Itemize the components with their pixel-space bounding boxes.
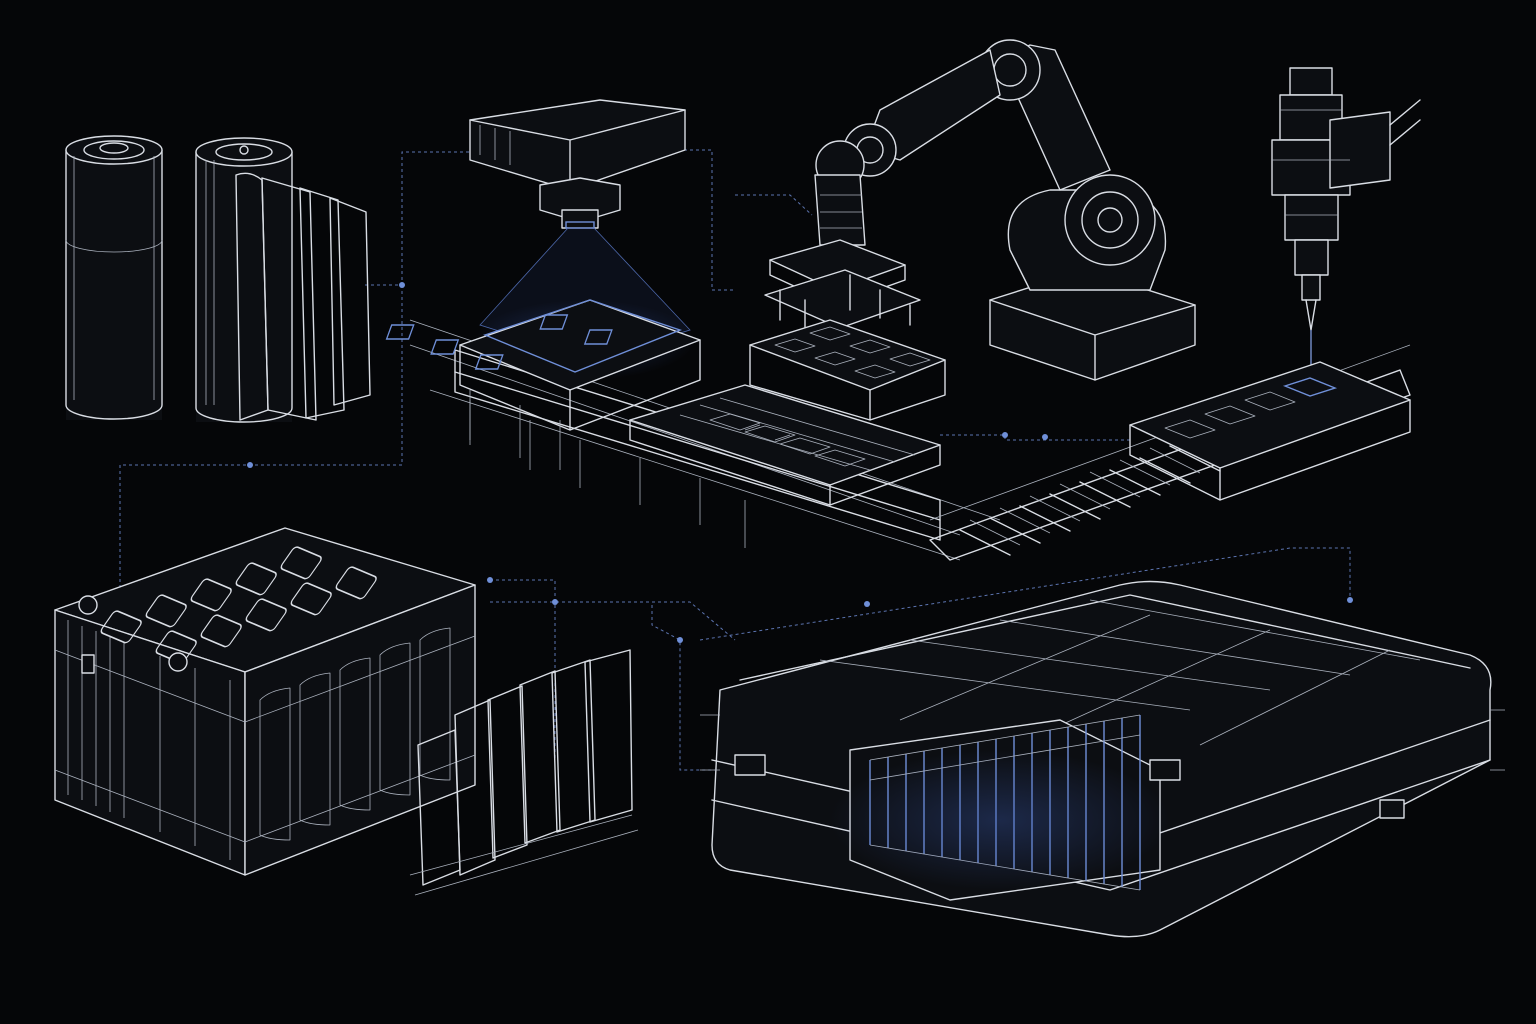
cylindrical-cell [65, 135, 163, 420]
tray-cells [709, 413, 866, 467]
module-top-cells [100, 546, 377, 664]
inspection-camera [385, 99, 701, 470]
electrode-sheets [409, 649, 639, 896]
held-module-cells [774, 326, 931, 379]
conveyor-rollers [959, 445, 1221, 556]
module-cells [385, 314, 613, 370]
weld-module-cells [1164, 377, 1338, 439]
laser-welding-head [1129, 67, 1421, 501]
connector-lines [119, 149, 1353, 771]
battery-module [54, 527, 476, 876]
battery-pack [700, 580, 1505, 938]
robot-arm-gripper [749, 39, 1196, 421]
cutaway-cell [195, 137, 371, 423]
conveyor-line [409, 319, 1411, 561]
module-side-panels [259, 627, 451, 841]
